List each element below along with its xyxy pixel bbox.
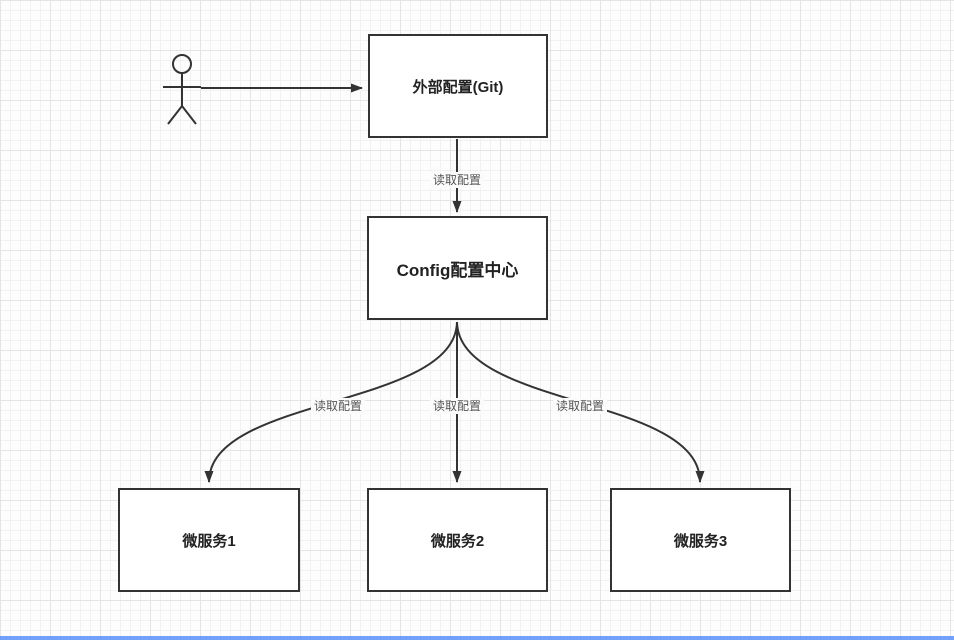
node-config-center-label: Config配置中心 xyxy=(396,260,519,280)
node-microservice-3-label: 微服务3 xyxy=(673,532,728,550)
actor-icon[interactable] xyxy=(163,54,201,125)
node-microservice-2-label: 微服务2 xyxy=(430,532,485,550)
edge-label-git-to-config: 读取配置 xyxy=(429,172,485,188)
node-external-config-git-label: 外部配置(Git) xyxy=(412,78,504,96)
node-microservice-2[interactable]: 微服务2 xyxy=(367,488,548,592)
node-microservice-3[interactable]: 微服务3 xyxy=(610,488,791,592)
node-external-config-git[interactable]: 外部配置(Git) xyxy=(368,34,548,138)
node-microservice-1-label: 微服务1 xyxy=(182,532,236,550)
node-config-center[interactable]: Config配置中心 xyxy=(367,216,548,320)
node-microservice-1[interactable]: 微服务1 xyxy=(118,488,300,592)
edge-label-config-to-ms3: 读取配置 xyxy=(552,398,608,414)
edge-label-config-to-ms1: 读取配置 xyxy=(310,398,366,414)
edge-label-config-to-ms2: 读取配置 xyxy=(429,398,485,414)
horizontal-scrollbar[interactable] xyxy=(0,636,954,640)
